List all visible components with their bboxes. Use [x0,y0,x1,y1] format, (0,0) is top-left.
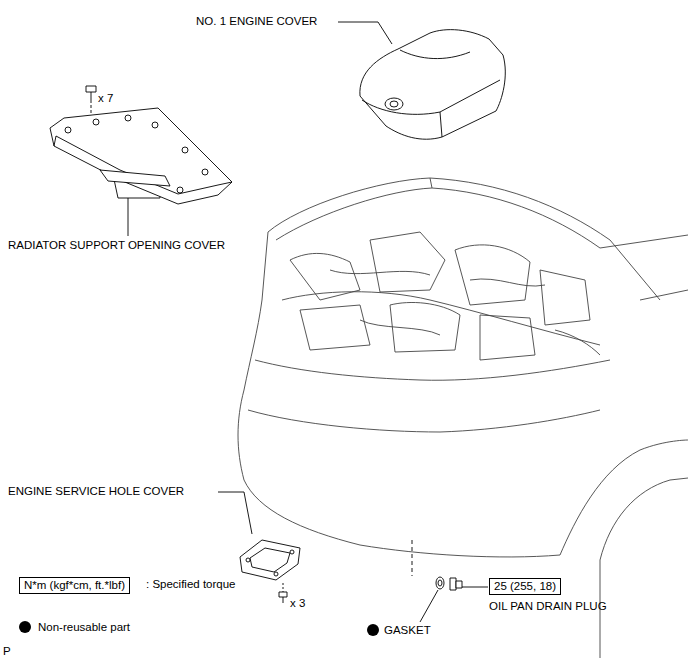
part-name: GASKET [384,624,431,637]
quantity: x 3 [290,597,305,610]
non-reusable-dot [19,621,31,633]
part-name: OIL PAN DRAIN PLUG [489,600,607,613]
leader-line [412,540,413,576]
engine-cover [360,30,505,140]
leader-line [218,492,252,534]
leader-line [420,590,438,622]
radiator-support-cover [50,108,232,204]
service-hole-cover [240,540,300,580]
leader-line [128,196,129,236]
bolt [86,86,96,100]
legend-text: : Specified torque [146,578,236,591]
torque-value: 25 (255, 18) [494,580,556,592]
part-name: ENGINE SERVICE HOLE COVER [8,485,184,498]
leader-line [338,22,392,44]
torque-value: N*m (kgf*cm, ft.*lbf) [24,579,125,591]
part-name: NO. 1 ENGINE COVER [196,15,317,28]
page-code: P [3,645,11,658]
legend-text: Non-reusable part [38,621,130,634]
torque-box: N*m (kgf*cm, ft.*lbf) [19,577,130,594]
drain-plug [436,577,462,590]
quantity: x 7 [98,92,113,105]
part-name: RADIATOR SUPPORT OPENING COVER [8,239,225,252]
torque-box: 25 (255, 18) [489,578,561,595]
vehicle [238,178,688,658]
bolt [279,583,287,603]
non-reusable-dot [367,624,379,636]
leader-line [462,587,488,588]
